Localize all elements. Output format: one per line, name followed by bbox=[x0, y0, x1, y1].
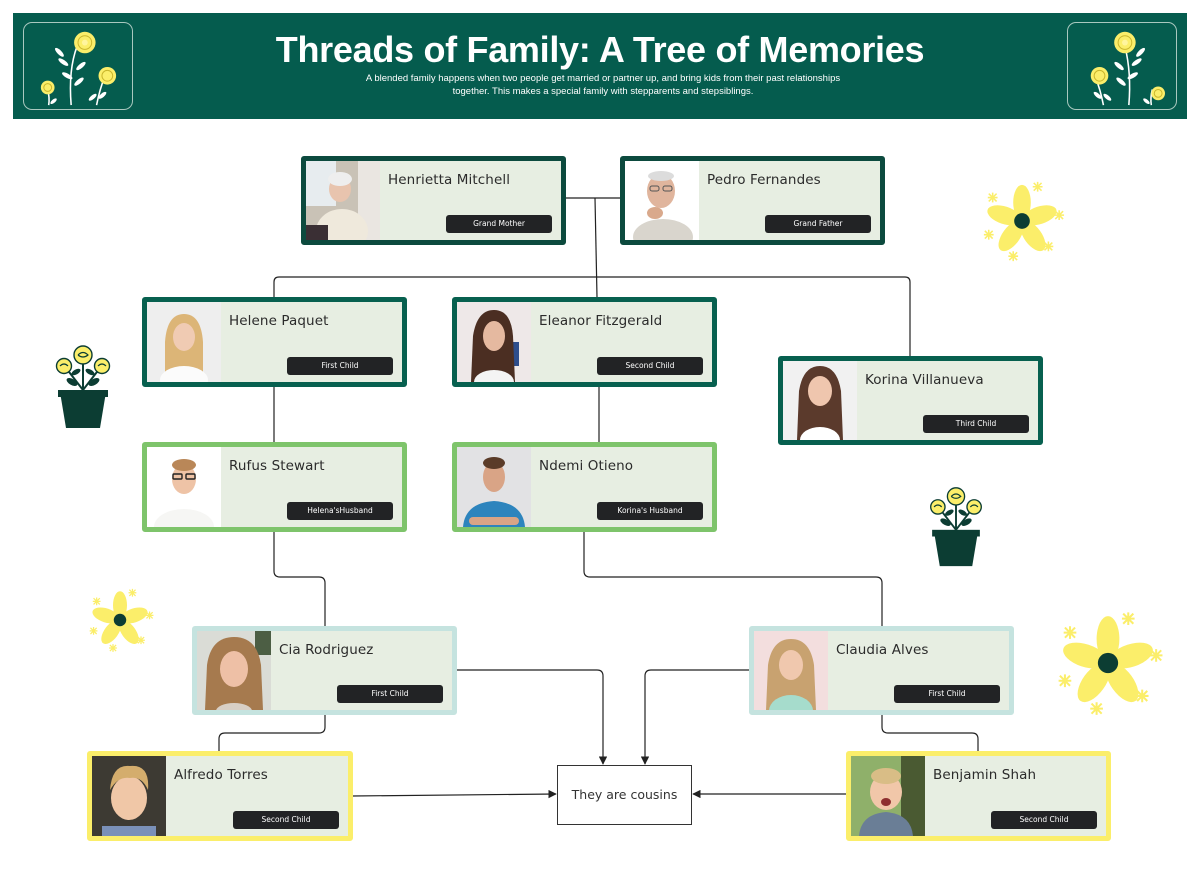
person-name: Claudia Alves bbox=[836, 642, 929, 658]
person-card-benjamin-shah[interactable]: Benjamin Shah Second Child bbox=[846, 751, 1111, 841]
person-name: Ndemi Otieno bbox=[539, 458, 634, 474]
potted-roses-icon bbox=[923, 484, 989, 568]
role-badge: First Child bbox=[287, 357, 393, 375]
person-card-claudia-alves[interactable]: Claudia Alves First Child bbox=[749, 626, 1014, 715]
portrait-photo bbox=[147, 447, 221, 527]
role-badge: First Child bbox=[894, 685, 1000, 703]
portrait-photo bbox=[457, 447, 531, 527]
subtitle-line-2: together. This makes a special family wi… bbox=[452, 86, 754, 97]
portrait-photo bbox=[625, 161, 699, 240]
header-banner: Threads of Family: A Tree of Memories A … bbox=[13, 13, 1187, 119]
portrait-photo bbox=[851, 756, 925, 836]
daisy-flower-icon bbox=[83, 585, 157, 655]
role-badge: Second Child bbox=[991, 811, 1097, 829]
person-card-rufus-stewart[interactable]: Rufus Stewart Helena'sHusband bbox=[142, 442, 407, 532]
person-card-korina-villanueva[interactable]: Korina Villanueva Third Child bbox=[778, 356, 1043, 445]
page-subtitle: A blended family happens when two people… bbox=[363, 72, 843, 98]
person-card-alfredo-torres[interactable]: Alfredo Torres Second Child bbox=[87, 751, 353, 841]
role-badge: Grand Mother bbox=[446, 215, 552, 233]
person-name: Rufus Stewart bbox=[229, 458, 325, 474]
relation-box-cousins: They are cousins bbox=[557, 765, 692, 825]
role-badge: Second Child bbox=[597, 357, 703, 375]
person-name: Eleanor Fitzgerald bbox=[539, 313, 663, 329]
portrait-photo bbox=[197, 631, 271, 710]
person-card-henrietta-mitchell[interactable]: Henrietta Mitchell Grand Mother bbox=[301, 156, 566, 245]
person-card-cia-rodriguez[interactable]: Cia Rodriguez First Child bbox=[192, 626, 457, 715]
role-badge: Korina's Husband bbox=[597, 502, 703, 520]
portrait-photo bbox=[783, 361, 857, 440]
person-name: Helene Paquet bbox=[229, 313, 329, 329]
page-title: Threads of Family: A Tree of Memories bbox=[275, 29, 925, 70]
role-badge: Second Child bbox=[233, 811, 339, 829]
person-name: Cia Rodriguez bbox=[279, 642, 374, 658]
portrait-photo bbox=[754, 631, 828, 710]
person-card-pedro-fernandes[interactable]: Pedro Fernandes Grand Father bbox=[620, 156, 885, 245]
person-name: Korina Villanueva bbox=[865, 372, 984, 388]
person-name: Benjamin Shah bbox=[933, 767, 1037, 783]
person-card-helene-paquet[interactable]: Helene Paquet First Child bbox=[142, 297, 407, 387]
role-badge: Grand Father bbox=[765, 215, 871, 233]
daisy-flower-icon bbox=[978, 176, 1066, 266]
portrait-photo bbox=[306, 161, 380, 240]
person-name: Henrietta Mitchell bbox=[388, 172, 511, 188]
flower-sprig-icon bbox=[23, 22, 133, 110]
portrait-photo bbox=[457, 302, 531, 382]
potted-roses-icon bbox=[50, 342, 116, 430]
role-badge: Helena'sHusband bbox=[287, 502, 393, 520]
person-name: Alfredo Torres bbox=[174, 767, 268, 783]
flower-sprig-icon bbox=[1067, 22, 1177, 110]
daisy-flower-icon bbox=[1050, 606, 1166, 720]
person-name: Pedro Fernandes bbox=[707, 172, 821, 188]
portrait-photo bbox=[92, 756, 166, 836]
person-card-ndemi-otieno[interactable]: Ndemi Otieno Korina's Husband bbox=[452, 442, 717, 532]
role-badge: Third Child bbox=[923, 415, 1029, 433]
role-badge: First Child bbox=[337, 685, 443, 703]
person-card-eleanor-fitzgerald[interactable]: Eleanor Fitzgerald Second Child bbox=[452, 297, 717, 387]
subtitle-line-1: A blended family happens when two people… bbox=[365, 73, 841, 84]
portrait-photo bbox=[147, 302, 221, 382]
